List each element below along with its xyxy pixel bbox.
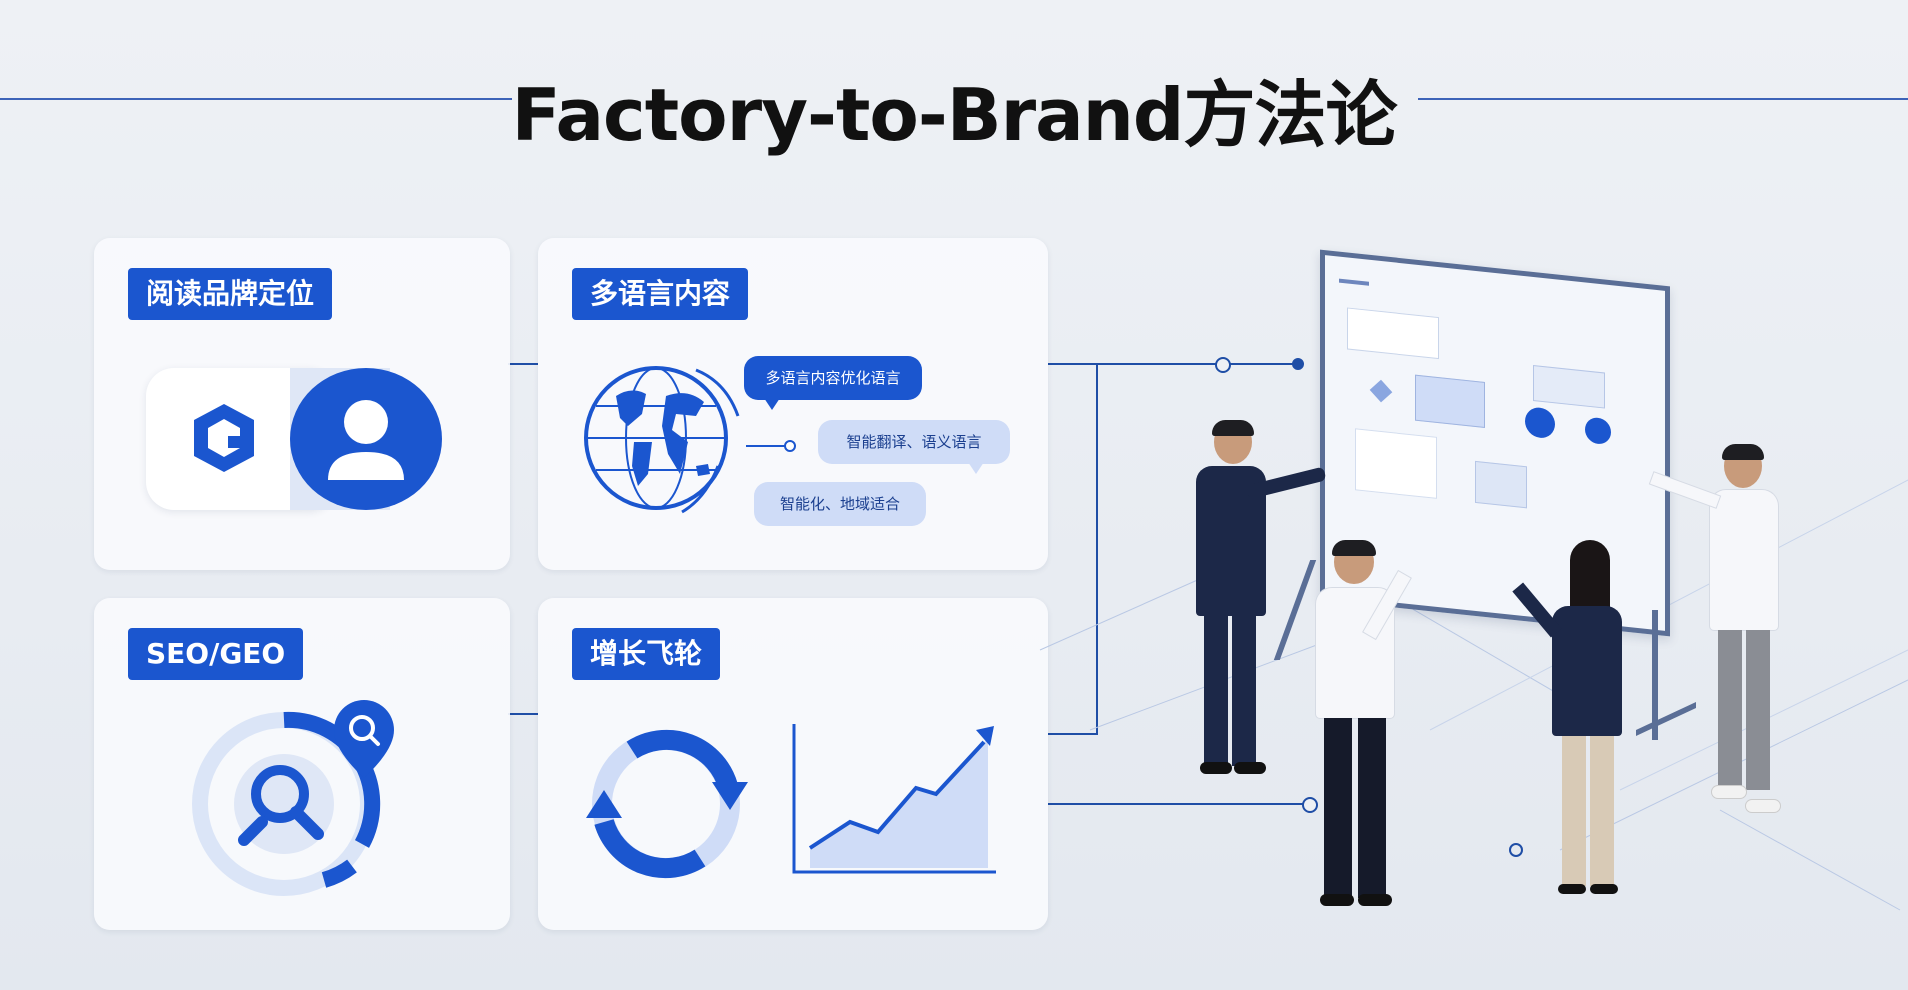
person-presenter-left (1190, 420, 1327, 780)
bubble-tail (968, 462, 984, 474)
multilingual-content-card: 多语言内容 多语言内容优化语言 智能翻译、语义语言 智能化、地域适合 (538, 238, 1048, 570)
whiteboard-node (1347, 307, 1439, 360)
flywheel-cycle-icon (586, 729, 748, 879)
growth-chart-icon (792, 724, 996, 874)
user-icon (328, 400, 404, 480)
connector-line (1096, 363, 1098, 735)
page-title: Factory-to-Brand方法论 (511, 73, 1398, 157)
multilingual-content-tag: 多语言内容 (572, 268, 749, 320)
whiteboard-bar (1339, 278, 1369, 286)
connector-node (1215, 357, 1231, 373)
brand-logo-icon (194, 404, 254, 472)
person-center-man (1310, 540, 1411, 920)
connector-line (1048, 733, 1098, 735)
title-rule-left (0, 98, 512, 100)
connector-line (746, 445, 788, 447)
diamond-marker (1369, 379, 1393, 403)
whiteboard-stand (1652, 610, 1658, 740)
connector-node (1292, 358, 1304, 370)
seo-geo-card: SEO/GEO (94, 598, 510, 930)
chat-bubble-tertiary: 智能化、地域适合 (754, 482, 926, 526)
seo-geo-tag: SEO/GEO (128, 628, 304, 680)
brand-positioning-tag: 阅读品牌定位 (128, 268, 333, 320)
bubble-tail (764, 398, 780, 410)
avatar-circle (290, 368, 442, 510)
title-rule-right (1418, 98, 1908, 100)
connector-line (508, 363, 538, 365)
connector-node (784, 440, 796, 452)
diamond-marker (1585, 416, 1611, 446)
connector-node (1302, 797, 1318, 813)
connector-line (1048, 803, 1306, 805)
whiteboard-node (1355, 428, 1437, 499)
person-presenter-right (1650, 444, 1790, 824)
whiteboard-node (1415, 374, 1485, 428)
connector-line (508, 713, 538, 715)
person-center-woman (1512, 540, 1630, 910)
growth-flywheel-card: 增长飞轮 (538, 598, 1048, 930)
check-marker (1525, 406, 1555, 440)
chat-bubble-primary: 多语言内容优化语言 (744, 356, 922, 400)
chat-bubble-secondary: 智能翻译、语义语言 (818, 420, 1010, 464)
brand-positioning-card: 阅读品牌定位 (94, 238, 510, 570)
whiteboard-node (1475, 460, 1527, 509)
connector-line (1048, 363, 1298, 365)
globe-icon (584, 366, 740, 514)
search-target-icon (192, 700, 394, 896)
growth-flywheel-tag: 增长飞轮 (572, 628, 721, 680)
whiteboard-node (1533, 364, 1605, 409)
